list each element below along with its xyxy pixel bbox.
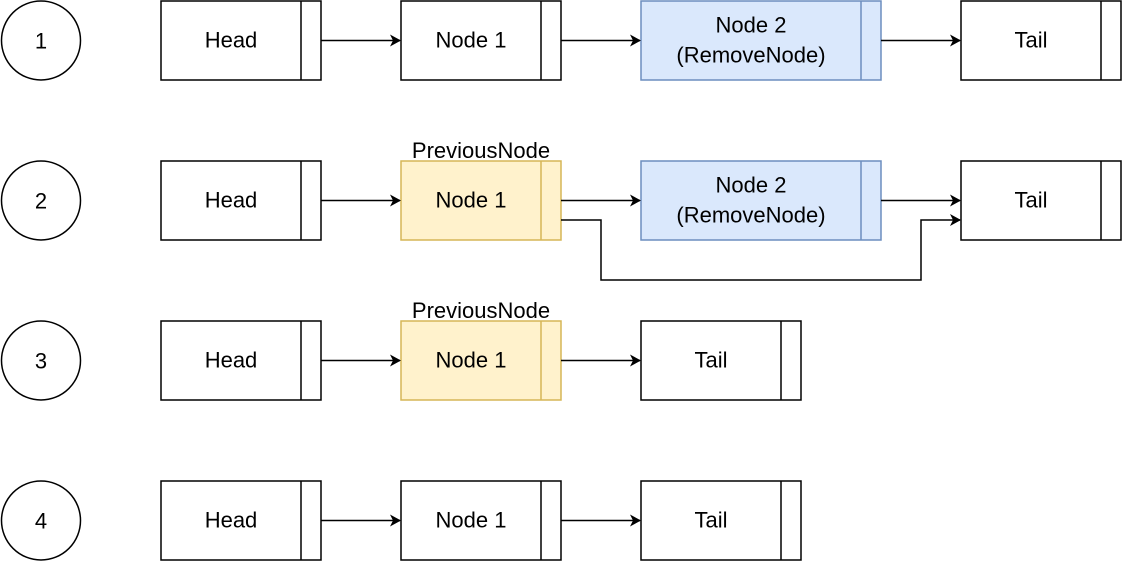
node-box [400, 160, 562, 241]
node-box [160, 320, 322, 401]
node-box [160, 0, 322, 81]
node-label: Node 1 [436, 508, 507, 533]
node-tail: Tail [960, 0, 1122, 81]
node-node1: Node 1 [400, 480, 562, 561]
node-label: Head [205, 508, 258, 533]
node-box [160, 160, 322, 241]
step-number: 2 [35, 189, 47, 214]
step-number: 3 [35, 349, 47, 374]
node-tail: Tail [960, 160, 1122, 241]
node-label: Node 1 [436, 188, 507, 213]
node-box [400, 320, 562, 401]
node-node1: Node 1 PreviousNode [400, 298, 562, 401]
node-box [640, 480, 802, 561]
node-head: Head [160, 0, 322, 81]
node-node2: Node 2(RemoveNode) [640, 160, 882, 241]
node-label: Node 1 [436, 348, 507, 373]
node-label: Head [205, 28, 258, 53]
node-box [960, 160, 1122, 241]
node-box [400, 0, 562, 81]
node-head: Head [160, 480, 322, 561]
node-box [160, 480, 322, 561]
node-label: Tail [1014, 28, 1047, 53]
step-row-4: 4 Head Node 1 Tail [0, 480, 802, 561]
node-label: Node 2(RemoveNode) [676, 173, 825, 228]
bypass-arrow [561, 214, 961, 281]
node-label: Tail [694, 508, 727, 533]
step-number-circle: 3 [0, 320, 82, 401]
node-label: Tail [1014, 188, 1047, 213]
node-node1: Node 1 PreviousNode [400, 138, 562, 241]
node-head: Head [160, 160, 322, 241]
node-box [640, 320, 802, 401]
node-node1: Node 1 [400, 0, 562, 81]
node-label: Head [205, 188, 258, 213]
node-tail: Tail [640, 320, 802, 401]
step-number: 1 [35, 29, 47, 54]
step-number-circle: 1 [0, 0, 82, 81]
node-label: Node 1 [436, 28, 507, 53]
node-tail: Tail [640, 480, 802, 561]
node-label: Node 2(RemoveNode) [676, 13, 825, 68]
step-number-circle: 4 [0, 480, 82, 561]
node-box [960, 0, 1122, 81]
node-label: Tail [694, 348, 727, 373]
previous-node-annotation: PreviousNode [412, 138, 550, 163]
node-node2: Node 2(RemoveNode) [640, 0, 882, 81]
node-box [640, 0, 882, 81]
node-head: Head [160, 320, 322, 401]
step-number: 4 [35, 509, 47, 534]
step-row-1: 1 Head Node 1 Node 2(RemoveNode) Tail [0, 0, 1122, 81]
node-label: Head [205, 348, 258, 373]
previous-node-annotation: PreviousNode [412, 298, 550, 323]
step-number-circle: 2 [0, 160, 82, 241]
